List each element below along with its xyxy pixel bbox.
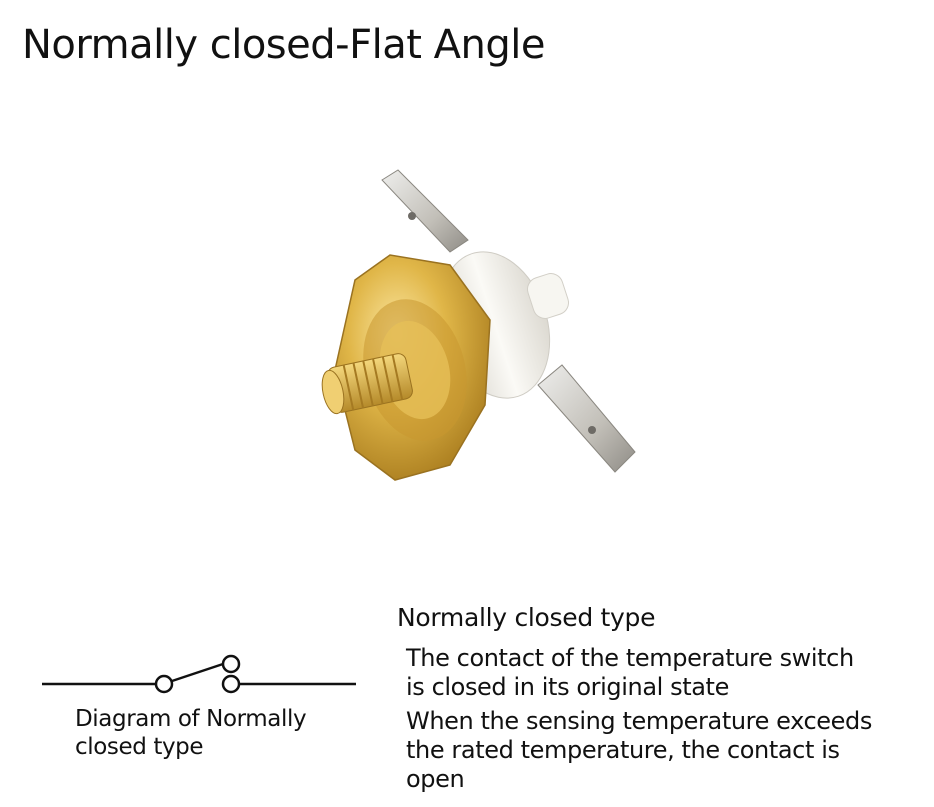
schematic-left-contact — [154, 674, 174, 694]
description-line: open — [406, 765, 465, 793]
schematic-right-contact — [221, 674, 241, 694]
brass-hex-nut — [334, 254, 491, 481]
description-line: When the sensing temperature exceeds — [406, 707, 872, 735]
schematic-switch-blade — [171, 662, 224, 683]
diagram-caption-line: closed type — [75, 734, 204, 760]
diagram-caption-line: Diagram of Normally — [75, 706, 307, 732]
description-line: the rated temperature, the contact is — [406, 736, 840, 764]
diagram-caption: Diagram of Normally closed type — [75, 705, 307, 761]
description-line: The contact of the temperature switch — [406, 644, 854, 672]
description-line: is closed in its original state — [406, 673, 729, 701]
upper-terminal-tab — [381, 169, 469, 253]
lower-terminal-tab — [537, 364, 636, 473]
description-exceeded-state: When the sensing temperature exceeds the… — [406, 707, 872, 794]
threaded-screw — [321, 353, 413, 415]
thermostat-product-photo — [321, 169, 636, 481]
description-original-state: The contact of the temperature switch is… — [406, 644, 854, 702]
normally-closed-switch-symbol — [42, 654, 356, 694]
description-heading: Normally closed type — [397, 603, 656, 632]
schematic-upper-contact — [221, 654, 241, 674]
page-title: Normally closed-Flat Angle — [22, 22, 545, 68]
